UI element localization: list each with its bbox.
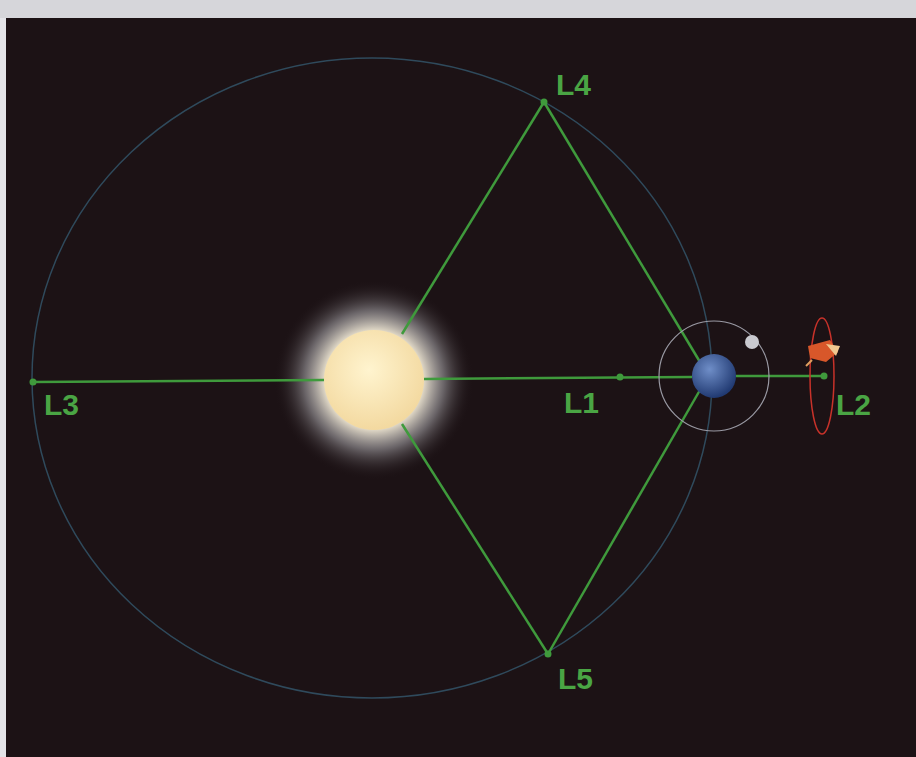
moon-orbit xyxy=(659,321,769,431)
moon xyxy=(745,335,759,349)
spacecraft xyxy=(806,340,840,366)
earth xyxy=(692,354,736,398)
point-label: L2 xyxy=(836,390,871,420)
halo-orbit xyxy=(810,318,834,434)
point-label: L4 xyxy=(556,70,591,100)
lagrange-points xyxy=(30,99,828,658)
page-edge xyxy=(0,18,6,757)
earth-orbit xyxy=(32,58,712,698)
sun xyxy=(324,330,424,430)
point-label: L3 xyxy=(44,390,79,420)
point-label: L5 xyxy=(558,664,593,694)
space-background xyxy=(0,18,916,757)
lagrange-lines xyxy=(33,102,824,654)
point-label: L1 xyxy=(564,388,599,418)
